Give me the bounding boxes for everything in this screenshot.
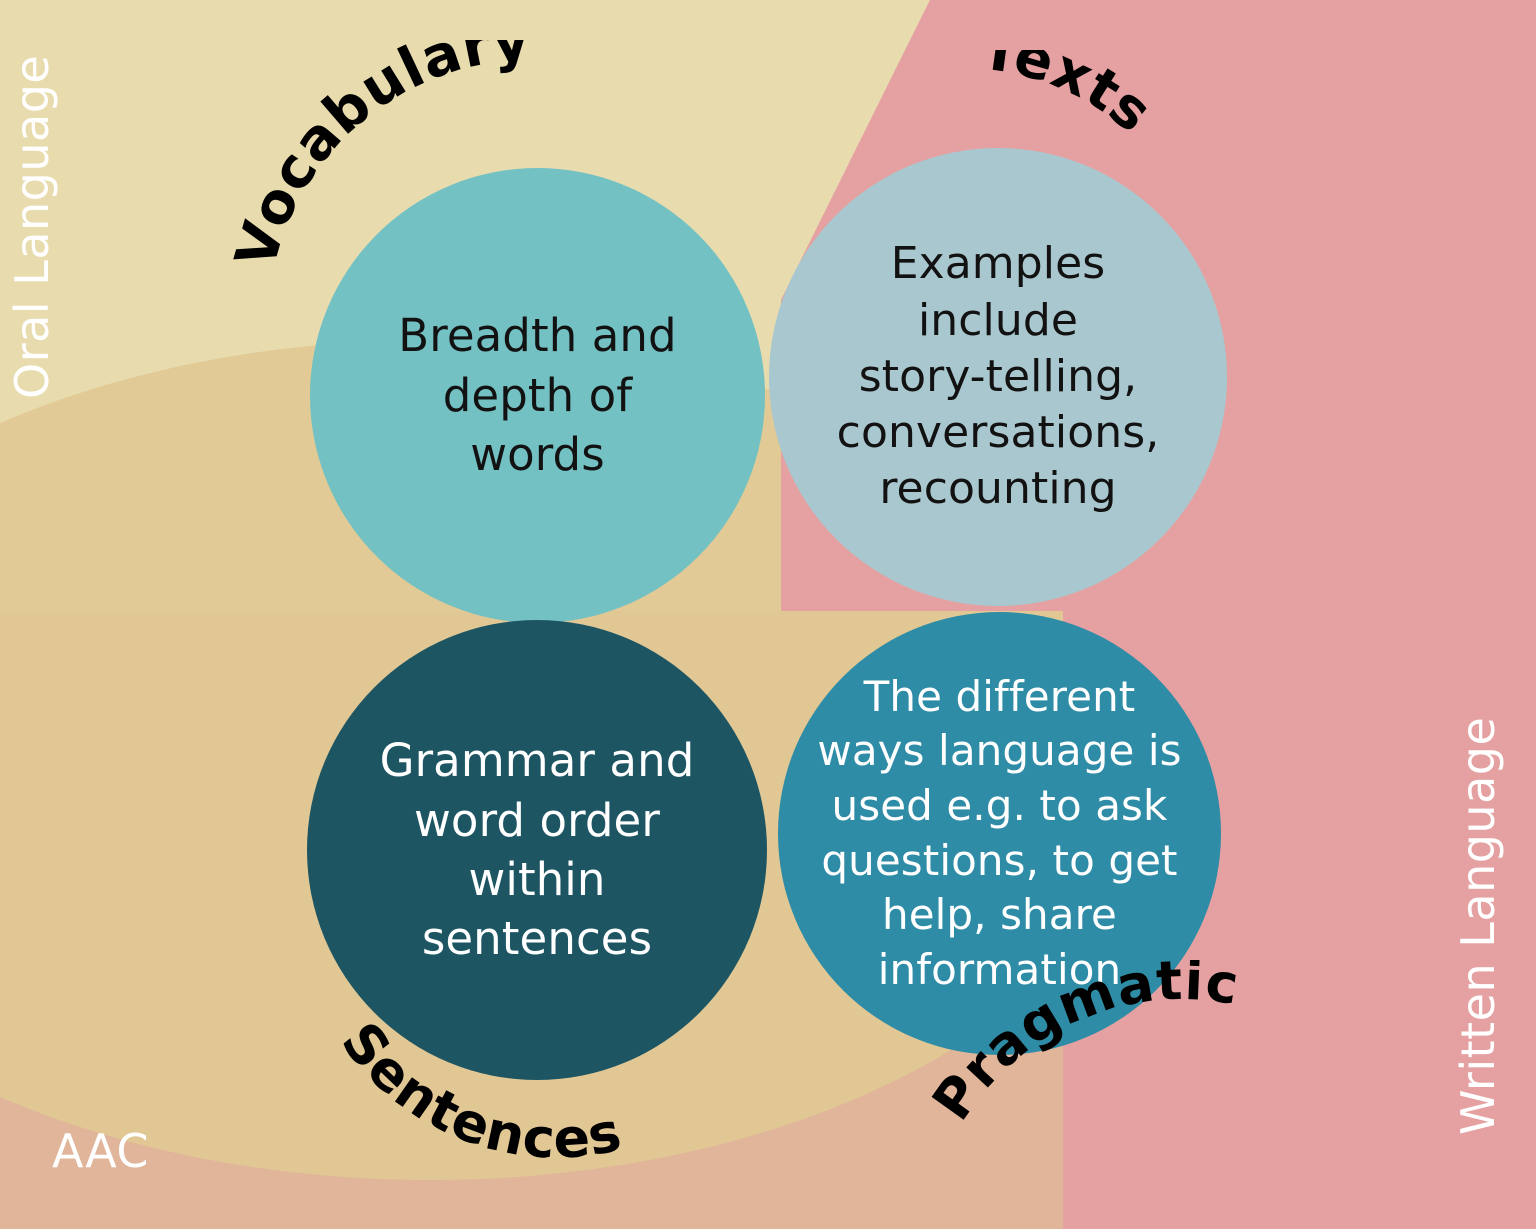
bubble-pragmatics[interactable]: The different ways language is used e.g.… bbox=[778, 612, 1221, 1055]
label-oral-language: Oral Language bbox=[5, 54, 59, 399]
bubble-sentences-text: Grammar and word order within sentences bbox=[379, 734, 695, 966]
bubble-sentences[interactable]: Grammar and word order within sentences bbox=[307, 620, 767, 1080]
label-aac: AAC bbox=[52, 1124, 150, 1178]
bubble-pragmatics-text: The different ways language is used e.g.… bbox=[817, 671, 1182, 994]
bubble-texts-text: Examples include story-telling, conversa… bbox=[836, 238, 1160, 515]
bubble-vocabulary-text: Breadth and depth of words bbox=[398, 309, 677, 482]
bubble-vocabulary[interactable]: Breadth and depth of words bbox=[310, 168, 765, 623]
bubble-texts[interactable]: Examples include story-telling, conversa… bbox=[769, 148, 1227, 606]
label-written-language: Written Language bbox=[1451, 716, 1505, 1135]
